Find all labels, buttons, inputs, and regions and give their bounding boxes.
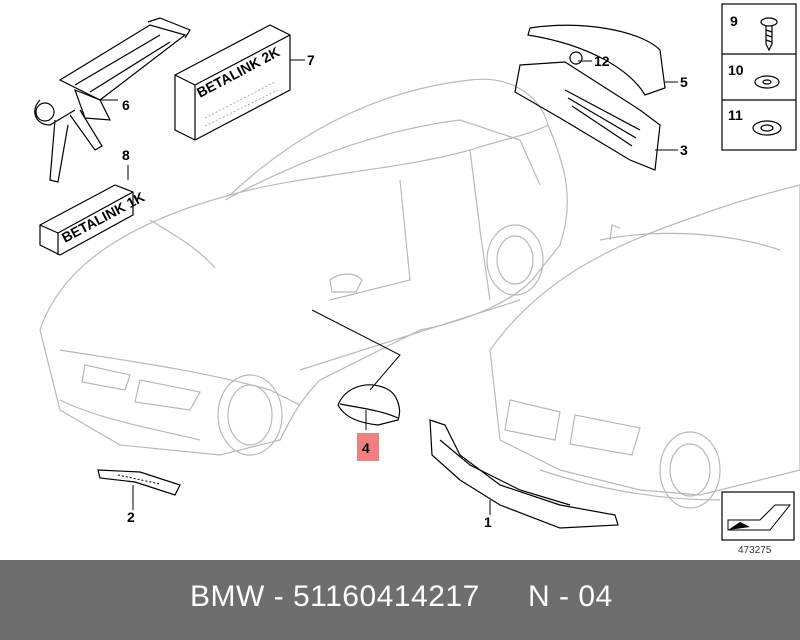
spoiler-part: [527, 24, 666, 96]
side-trim-part: [97, 469, 181, 496]
footer-part-number: BMW - 51160414217: [190, 580, 480, 613]
betalink-1k-label: BETALINK 1K: [59, 189, 147, 246]
diagram-canvas: BETALINK 2K BETALINK 1K: [34, 3, 800, 556]
screw-icon: [760, 17, 778, 52]
hardware-panel: [721, 3, 797, 151]
mirror-cap-part: [337, 384, 401, 426]
callout-8: 8: [122, 147, 130, 163]
caulking-gun-drawing: [34, 17, 191, 183]
callout-6: 6: [122, 97, 130, 113]
callout-1: 1: [484, 514, 492, 530]
betalink-2k-box: BETALINK 2K: [174, 24, 291, 141]
callout-10: 10: [728, 62, 744, 78]
leader-lines: [100, 59, 678, 515]
callout-4-highlight: [357, 433, 379, 461]
image-number-box: 473275: [721, 491, 795, 556]
callouts: 1 2 3 4 5 6 7 8 9 10 11 12: [122, 13, 744, 530]
image-number: 473275: [738, 545, 772, 556]
callout-5: 5: [680, 74, 688, 90]
callout-9: 9: [730, 13, 738, 29]
callout-4: 4: [362, 440, 370, 456]
callout-11: 11: [728, 107, 743, 123]
footer-bar: BMW - 51160414217 N - 04: [0, 560, 800, 640]
callout-3: 3: [680, 142, 688, 158]
callout-2: 2: [127, 509, 135, 525]
betalink-2k-label: BETALINK 2K: [194, 44, 282, 101]
car-main-outline: [39, 78, 568, 456]
car-secondary-outline: [489, 184, 800, 509]
callout-7: 7: [307, 52, 315, 68]
washer-small-icon: [754, 75, 780, 89]
footer-position: N - 04: [528, 580, 613, 613]
parts-diagram: BETALINK 2K BETALINK 1K: [34, 3, 800, 556]
front-lip-part: [429, 419, 619, 529]
callout-12: 12: [594, 53, 610, 69]
rear-diffuser-part: [514, 51, 661, 171]
washer-large-icon: [752, 120, 782, 136]
betalink-1k-box: BETALINK 1K: [39, 184, 147, 256]
